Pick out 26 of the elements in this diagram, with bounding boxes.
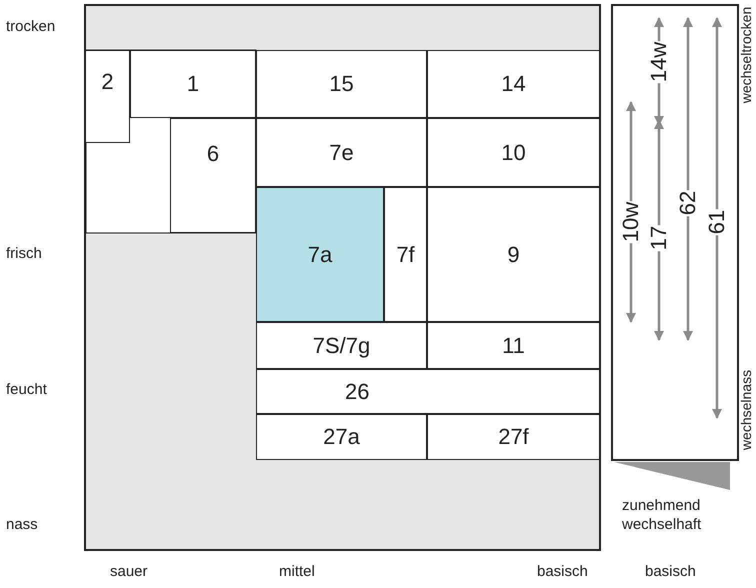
vegetation-unit-cell: 14	[427, 50, 600, 118]
vegetation-unit-cell: 2	[85, 50, 130, 143]
vegetation-unit-cell: 27f	[427, 414, 600, 460]
vegetation-unit-cell: 1	[130, 50, 256, 118]
side-label: wechselnass	[739, 368, 753, 452]
axis-label: trocken	[6, 18, 56, 35]
axis-label: basisch	[645, 563, 696, 580]
vegetation-unit-cell: 6	[170, 118, 256, 233]
vegetation-unit-cell: 27a	[256, 414, 427, 460]
vegetation-unit-cell: 7S/7g	[256, 322, 427, 369]
axis-label: basisch	[537, 563, 588, 580]
wedge-caption: zunehmend wechselhaft	[622, 496, 702, 534]
vegetation-unit-cell: 9	[427, 187, 600, 322]
axis-label: frisch	[6, 245, 42, 262]
vegetation-unit-cell: 11	[427, 322, 600, 369]
vegetation-unit-cell: 7f	[384, 187, 427, 322]
vegetation-unit-cell: 15	[256, 50, 427, 118]
axis-label: mittel	[279, 563, 315, 580]
vegetation-unit-cell: 7e	[256, 118, 427, 187]
side-label: wechseltrocken	[739, 6, 753, 104]
vegetation-unit-cell: 26	[256, 369, 600, 414]
vegetation-unit-cell: 7a	[256, 187, 384, 322]
axis-label: feucht	[6, 381, 47, 398]
axis-label: sauer	[110, 563, 148, 580]
axis-label: nass	[6, 516, 38, 533]
vegetation-unit-cell: 10	[427, 118, 600, 187]
